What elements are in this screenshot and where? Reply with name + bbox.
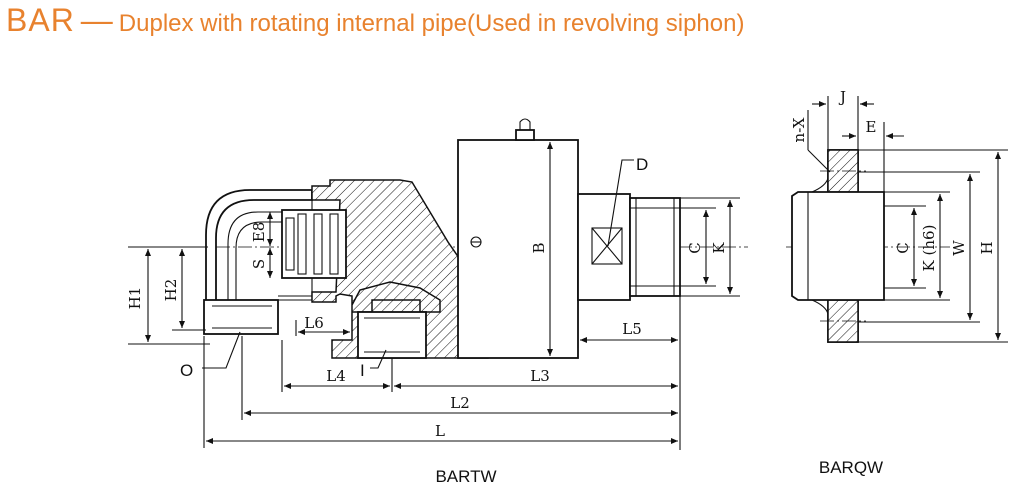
caption-bartw: BARTW bbox=[435, 467, 496, 486]
dim-w: W bbox=[950, 240, 968, 256]
dim-c: C bbox=[686, 242, 704, 253]
bottom-port bbox=[357, 311, 427, 359]
seal-bore bbox=[281, 209, 347, 279]
callout-d: D bbox=[636, 155, 648, 174]
dim-e: E bbox=[866, 118, 877, 136]
outlet-shaft bbox=[577, 193, 681, 301]
pipe-body bbox=[791, 177, 885, 315]
dim-j: J bbox=[838, 88, 846, 106]
dim-h1: H1 bbox=[126, 287, 144, 310]
bartw-view: H1 H2 E8 S B C K L6 bbox=[126, 118, 748, 486]
housing-section bbox=[311, 179, 489, 359]
callout-o: O bbox=[180, 361, 193, 380]
page-title: BAR—Duplex with rotating internal pipe(U… bbox=[6, 2, 744, 39]
bartw-vertical-dims: H1 H2 E8 S B C K bbox=[126, 139, 740, 356]
model-description: Duplex with rotating internal pipe(Used … bbox=[118, 10, 745, 37]
dim-k-h6: K (h6) bbox=[920, 225, 938, 272]
main-body-block bbox=[457, 118, 579, 359]
caption-barqw: BARQW bbox=[819, 458, 883, 477]
dim-l3: L3 bbox=[530, 367, 550, 385]
dim-s: S bbox=[250, 259, 268, 269]
barqw-view: J E n-X C K (h6) W H bbox=[786, 88, 1008, 477]
barqw-right-dims: C K (h6) W H bbox=[858, 149, 1008, 343]
model-code: BAR bbox=[6, 2, 75, 38]
dim-l6: L6 bbox=[304, 314, 324, 332]
barqw-top-dims: J E n-X bbox=[790, 88, 904, 192]
bartw-callouts: D O I bbox=[180, 155, 648, 380]
bartw-horizontal-dims: L6 L5 L4 L3 L2 L bbox=[203, 296, 681, 450]
dim-h: H bbox=[978, 241, 996, 254]
dim-b: B bbox=[530, 242, 548, 253]
dim-barqw-c: C bbox=[894, 242, 912, 253]
dim-n-x: n-X bbox=[790, 117, 808, 142]
dim-k: K bbox=[710, 242, 728, 254]
dim-l2: L2 bbox=[450, 394, 470, 412]
flange bbox=[820, 149, 866, 343]
dim-e8: E8 bbox=[250, 222, 268, 243]
dim-l4: L4 bbox=[326, 367, 346, 385]
dim-h2: H2 bbox=[162, 279, 180, 302]
callout-i: I bbox=[360, 361, 365, 380]
dim-l5: L5 bbox=[622, 320, 642, 338]
title-dash: — bbox=[80, 2, 113, 38]
dim-l: L bbox=[435, 422, 445, 440]
